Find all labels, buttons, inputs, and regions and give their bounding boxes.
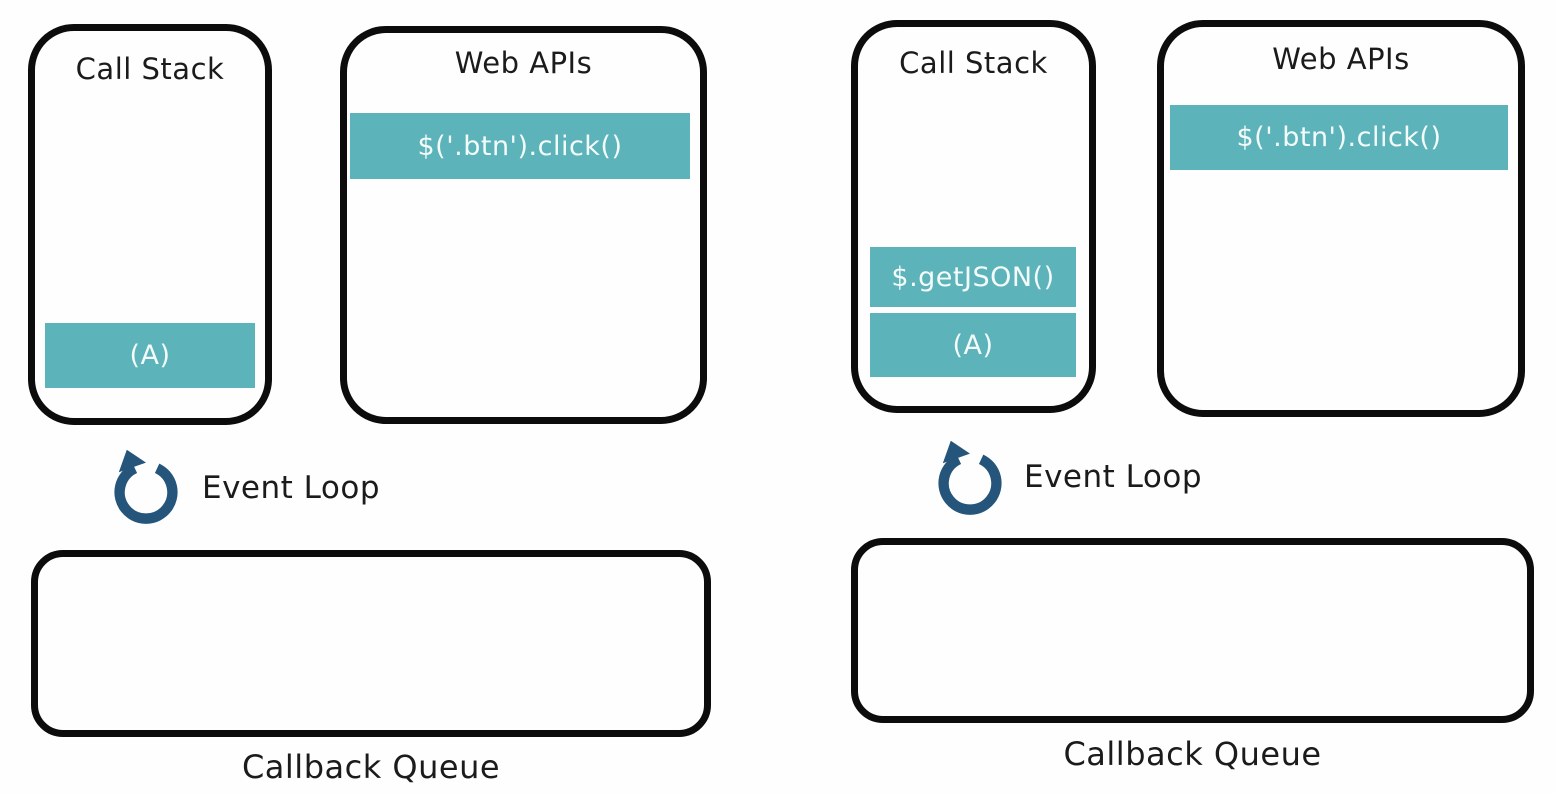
stack-frame: $.getJSON() (870, 247, 1076, 307)
callback-queue-box (851, 538, 1534, 723)
event-loop-label: Event Loop (202, 470, 380, 506)
callback-queue-box (31, 550, 711, 737)
stack-frame: (A) (45, 323, 255, 388)
web-apis-title: Web APIs (1272, 42, 1410, 76)
callback-queue-label: Callback Queue (241, 748, 501, 786)
web-apis-box (340, 26, 707, 424)
call-stack-title: Call Stack (75, 52, 225, 86)
callback-queue-label: Callback Queue (1063, 735, 1322, 773)
web-apis-title: Web APIs (454, 46, 593, 80)
web-api-item: $('.btn').click() (1170, 105, 1508, 170)
event-loop-label: Event Loop (1024, 459, 1202, 495)
call-stack-title: Call Stack (899, 46, 1048, 80)
web-apis-box (1157, 20, 1525, 417)
web-api-item: $('.btn').click() (350, 113, 690, 179)
stack-frame: (A) (870, 313, 1076, 377)
circular-arrow-icon (938, 440, 1002, 515)
circular-arrow-icon (114, 449, 178, 524)
